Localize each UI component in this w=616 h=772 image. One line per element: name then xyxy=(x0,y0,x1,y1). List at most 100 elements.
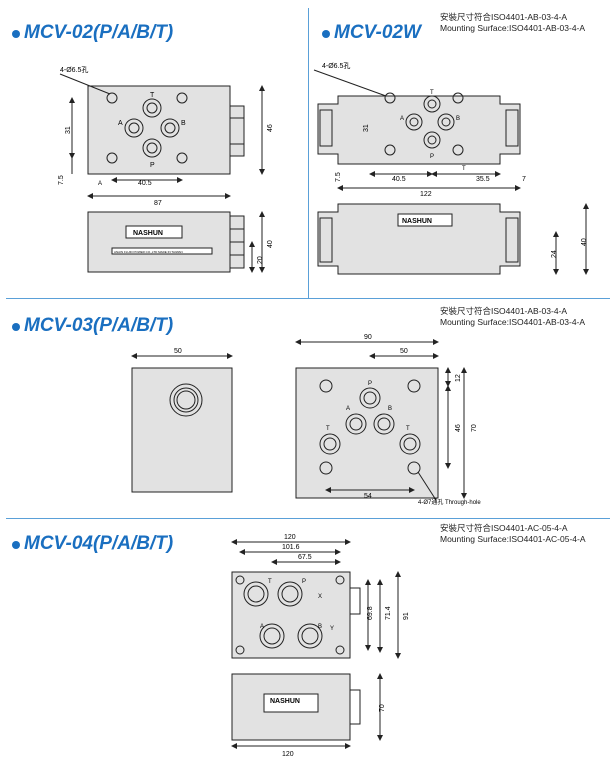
info-plate xyxy=(111,247,213,255)
dim-label: 101.6 xyxy=(282,544,300,551)
mcv02w-surface: 安裝尺寸符合ISO4401-AB-03-4-A Mounting Surface… xyxy=(440,12,585,34)
mcv04-top-view xyxy=(231,539,401,659)
mount-hole xyxy=(407,379,421,393)
valve-body xyxy=(231,571,351,659)
mcv03-hole-label: 4-Ø7通孔 Through-hole xyxy=(418,498,481,506)
port-label: P xyxy=(430,154,434,160)
dim-label: 31 xyxy=(363,124,370,132)
mcv02w-title: MCV-02W xyxy=(334,22,421,43)
valve-body xyxy=(87,211,231,273)
valve-body xyxy=(87,85,231,175)
mount-hole xyxy=(106,152,118,164)
mcv04-surface: 安裝尺寸符合ISO4401-AC-05-4-A Mounting Surface… xyxy=(440,523,586,545)
port-label: B xyxy=(181,120,186,127)
mount-hole xyxy=(106,92,118,104)
mcv03-top-view xyxy=(295,339,467,501)
dim-label: 40.5 xyxy=(392,176,406,183)
mount-hole xyxy=(319,379,333,393)
port-label: A xyxy=(346,406,350,412)
dim-label: 50 xyxy=(400,348,408,355)
dim-label: 69.8 xyxy=(367,606,374,620)
end-nut xyxy=(349,689,361,725)
dim-label: 24 xyxy=(551,250,558,258)
section-divider-2 xyxy=(6,518,610,519)
port-b xyxy=(160,118,180,138)
dim-label: 122 xyxy=(420,191,432,198)
name-plate xyxy=(263,693,319,713)
end-nut xyxy=(505,217,519,263)
mcv03-side-view xyxy=(131,353,233,493)
port-label: T xyxy=(268,579,272,585)
mcv02-side-view xyxy=(87,211,265,273)
port-label: P xyxy=(150,162,155,169)
mount-hole xyxy=(452,92,464,104)
port-label: T xyxy=(406,426,410,432)
mount-hole xyxy=(319,461,333,475)
dim-label: 54 xyxy=(364,493,372,500)
end-nut xyxy=(319,217,333,263)
mcv02-hole-label: 4-Ø6.5孔 xyxy=(60,66,88,74)
dim-label: 50 xyxy=(174,348,182,355)
dim-label: 46 xyxy=(455,424,462,432)
end-nut xyxy=(319,109,333,147)
name-plate-text: NASHUN xyxy=(133,230,163,237)
mcv03-title: MCV-03(P/A/B/T) xyxy=(24,315,174,336)
dim-label: 35.5 xyxy=(476,176,490,183)
mount-hole xyxy=(384,144,396,156)
port-t xyxy=(142,98,162,118)
surface-en: Mounting Surface:ISO4401-AB-03-4-A xyxy=(440,23,586,33)
port-label: T xyxy=(150,92,155,99)
dim-label: 31 xyxy=(65,126,72,134)
dim-label: 70 xyxy=(471,424,478,432)
dim-label: 91 xyxy=(403,612,410,620)
dim-label: 87 xyxy=(154,200,162,207)
port-label: Y xyxy=(330,626,334,632)
dim-label: 40 xyxy=(267,240,274,248)
section-divider-1 xyxy=(6,298,610,299)
surface-en: Mounting Surface:ISO4401-AB-03-4-A xyxy=(440,317,586,327)
surface-en: Mounting Surface:ISO4401-AC-05-4-A xyxy=(440,534,586,544)
port-label: B xyxy=(456,116,460,122)
mount-hole xyxy=(176,152,188,164)
dim-label: A xyxy=(98,181,102,187)
port-label: B xyxy=(318,624,322,630)
info-plate-text: ANAIN FLUID POWER CO.,LTD MADE IN TAIWAN xyxy=(114,250,183,254)
title-bullet-icon xyxy=(12,541,20,549)
surface-cn: 安裝尺寸符合ISO4401-AB-03-4-A xyxy=(440,12,568,22)
port-p xyxy=(142,138,162,158)
dim-label: 40.5 xyxy=(138,180,152,187)
dim-label: 67.5 xyxy=(298,554,312,561)
plug xyxy=(169,383,203,417)
mcv04-side-view xyxy=(231,673,383,749)
port-label: T xyxy=(326,426,330,432)
port-label: T xyxy=(462,166,466,172)
mcv02w-top-view xyxy=(313,69,521,191)
title-bullet-icon xyxy=(322,30,330,38)
section-divider-vertical xyxy=(308,8,309,298)
dim-label: 46 xyxy=(267,124,274,132)
dim-label: 120 xyxy=(284,534,296,541)
valve-body xyxy=(317,203,521,275)
mcv03-surface: 安裝尺寸符合ISO4401-AB-03-4-A Mounting Surface… xyxy=(440,306,585,328)
dim-label: 7.5 xyxy=(335,172,342,182)
dim-label: 40 xyxy=(581,238,588,246)
dim-label: 20 xyxy=(257,256,264,264)
end-nut xyxy=(349,587,361,615)
mount-hole xyxy=(176,92,188,104)
dim-label: 120 xyxy=(282,751,294,758)
name-plate-text: NASHUN xyxy=(402,218,432,225)
name-plate-text: NASHUN xyxy=(270,698,300,705)
name-plate xyxy=(397,213,453,227)
port-label: T xyxy=(430,90,434,96)
end-nut xyxy=(229,105,245,157)
dim-label: 90 xyxy=(364,334,372,341)
mcv02-title: MCV-02(P/A/B/T) xyxy=(24,22,174,43)
mcv04-title: MCV-04(P/A/B/T) xyxy=(24,533,174,554)
mcv02w-hole-label: 4-Ø6.5孔 xyxy=(322,62,350,70)
mount-hole xyxy=(452,144,464,156)
dim-label: 70 xyxy=(379,704,386,712)
dim-label: 12 xyxy=(455,374,462,382)
mount-hole xyxy=(407,461,421,475)
mcv02w-side-view xyxy=(317,203,589,275)
